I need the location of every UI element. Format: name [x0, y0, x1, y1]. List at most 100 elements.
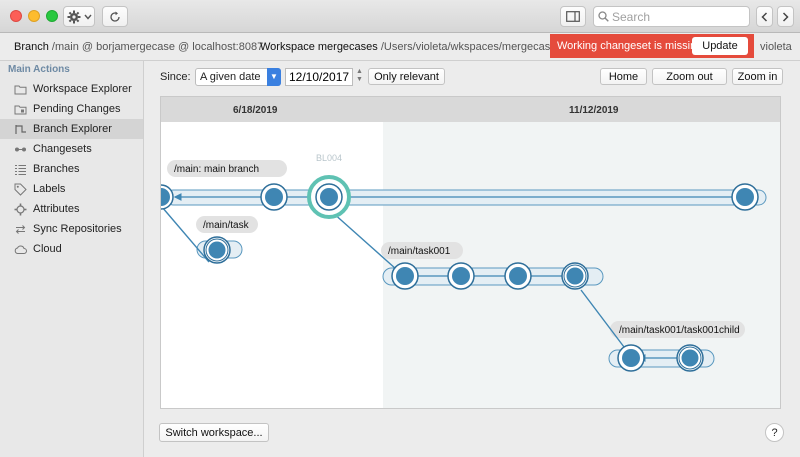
sidebar-item-workspace-explorer[interactable]: Workspace Explorer: [0, 79, 143, 99]
sidebar-item-label: Branches: [33, 163, 80, 175]
branch-graph-canvas: 6/18/2019 11/12/2019 /main: main branch …: [161, 97, 780, 408]
since-select-value: A given date: [200, 71, 261, 83]
branch-label-task001-bg: [381, 242, 463, 259]
date-input[interactable]: [289, 70, 353, 84]
branch-label-task001: /main/task001: [388, 246, 451, 257]
changeset-warning: Working changeset is missing Update: [550, 34, 754, 58]
sidebar-item-changesets[interactable]: Changesets: [0, 139, 143, 159]
changeset-node[interactable]: [504, 262, 532, 290]
date-field[interactable]: [285, 68, 353, 86]
only-relevant-button[interactable]: Only relevant: [368, 68, 445, 85]
chevron-down-icon: [83, 14, 92, 20]
search-input[interactable]: [612, 9, 742, 24]
zoom-out-button[interactable]: Zoom out: [652, 68, 727, 85]
changeset-node[interactable]: [676, 344, 704, 372]
since-label: Since:: [160, 71, 191, 83]
sync-icon: [15, 224, 26, 234]
date-stepper[interactable]: ▲▼: [356, 68, 363, 83]
branch-label-task: /main/task: [203, 220, 250, 231]
zoom-in-button[interactable]: Zoom in: [732, 68, 783, 85]
zoom-window-button[interactable]: [46, 10, 58, 22]
branch-explorer-panel: Since: A given date ▼ ▲▼ Only relevant H…: [145, 61, 800, 457]
date-label-left: 6/18/2019: [233, 105, 278, 116]
chevron-right-icon: [782, 11, 789, 22]
sidebar-item-label: Attributes: [33, 203, 80, 215]
workspace-path: /Users/violeta/wkspaces/mergecases: [380, 41, 562, 53]
chevron-left-icon: [761, 11, 768, 22]
warning-text: Working changeset is missing: [557, 40, 703, 52]
changeset-node-labeled[interactable]: [307, 175, 351, 219]
user-name: violeta: [760, 41, 792, 53]
branch-info: Branch /main @ borjamergecase @ localhos…: [14, 41, 263, 53]
toggle-panel-button[interactable]: [560, 6, 586, 27]
link-main-task: [161, 206, 210, 263]
close-window-button[interactable]: [10, 10, 22, 22]
date-header: [161, 97, 780, 122]
sidebar-title: Main Actions: [8, 64, 70, 75]
date-label-right: 11/12/2019: [569, 105, 619, 116]
changeset-icon: [15, 147, 26, 151]
forward-button[interactable]: [777, 6, 794, 27]
branch-label-main: /main: main branch: [174, 164, 259, 175]
list-icon: [15, 164, 26, 175]
sidebar-item-label: Branch Explorer: [33, 123, 112, 135]
sidebar-item-pending-changes[interactable]: Pending Changes: [0, 99, 143, 119]
chevron-down-icon: ▼: [267, 68, 281, 86]
changeset-node[interactable]: [617, 344, 645, 372]
branch-label-task001child-bg: [610, 321, 745, 338]
sidebar-panel-icon: [566, 11, 580, 22]
changeset-node[interactable]: [161, 184, 174, 210]
branch-main[interactable]: [165, 189, 767, 206]
changeset-node[interactable]: [260, 183, 288, 211]
branch-icon: [15, 124, 26, 134]
sidebar-item-label: Cloud: [33, 243, 62, 255]
link-main-task001: [331, 211, 397, 270]
sidebar-item-cloud[interactable]: Cloud: [0, 239, 143, 259]
sidebar-item-branches[interactable]: Branches: [0, 159, 143, 179]
changeset-node[interactable]: [203, 236, 231, 264]
sidebar-item-label: Changesets: [33, 143, 92, 155]
changeset-node[interactable]: [447, 262, 475, 290]
search-icon: [598, 11, 609, 22]
gear-menu-button[interactable]: [63, 6, 95, 27]
sidebar-item-labels[interactable]: Labels: [0, 179, 143, 199]
gear-icon: [67, 10, 80, 23]
label-marker-bl004: BL004: [316, 153, 342, 163]
sidebar: Main Actions Workspace Explorer Pending …: [0, 61, 144, 457]
branch-label: Branch: [14, 41, 49, 53]
minimize-window-button[interactable]: [28, 10, 40, 22]
refresh-button[interactable]: [102, 6, 128, 27]
search-field[interactable]: [593, 6, 750, 27]
home-button[interactable]: Home: [600, 68, 647, 85]
branch-label-task001child: /main/task001/task001child: [619, 325, 740, 336]
changeset-node[interactable]: [731, 183, 759, 211]
pending-changes-icon: [14, 105, 27, 114]
update-button[interactable]: Update: [692, 37, 748, 55]
branch-graph[interactable]: 6/18/2019 11/12/2019 /main: main branch …: [160, 96, 781, 409]
sidebar-item-label: Pending Changes: [33, 103, 121, 115]
sidebar-item-sync-repositories[interactable]: Sync Repositories: [0, 219, 143, 239]
switch-workspace-button[interactable]: Switch workspace...: [159, 423, 269, 442]
branch-value: /main @ borjamergecase @ localhost:8087: [51, 41, 264, 53]
changeset-node[interactable]: [561, 262, 589, 290]
workspace-label: Workspace mergecases: [260, 41, 378, 53]
tag-icon: [14, 183, 27, 196]
branch-label-main-bg: [167, 160, 287, 177]
back-button[interactable]: [756, 6, 773, 27]
sidebar-item-attributes[interactable]: Attributes: [0, 199, 143, 219]
gear-icon: [14, 203, 27, 215]
workspace-info: Workspace mergecases /Users/violeta/wksp…: [260, 41, 562, 53]
window-titlebar: [0, 0, 800, 33]
changeset-node[interactable]: [391, 262, 419, 290]
sidebar-item-label: Sync Repositories: [33, 223, 122, 235]
sidebar-item-label: Labels: [33, 183, 66, 195]
branch-label-task-bg: [196, 216, 258, 233]
since-select[interactable]: A given date ▼: [195, 68, 281, 86]
sidebar-item-label: Workspace Explorer: [33, 83, 132, 95]
refresh-icon: [110, 11, 120, 22]
help-button[interactable]: ?: [765, 423, 784, 442]
folder-icon: [14, 85, 27, 94]
sidebar-item-branch-explorer[interactable]: Branch Explorer: [0, 119, 143, 139]
link-task001-child: [580, 289, 625, 348]
branch-task001[interactable]: [382, 267, 604, 286]
